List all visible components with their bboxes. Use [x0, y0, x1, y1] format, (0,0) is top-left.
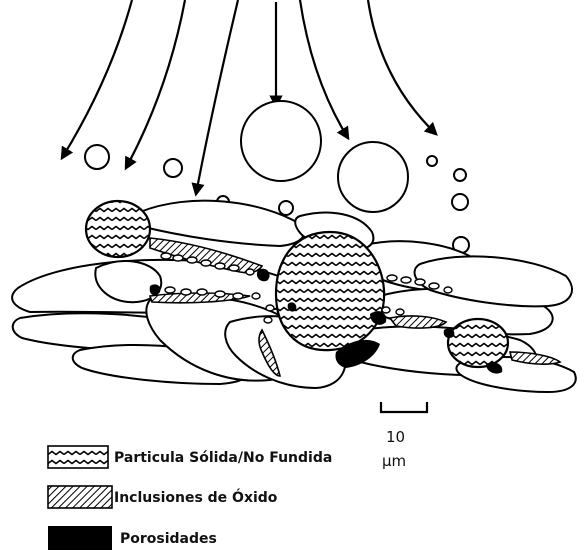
legend-item-oxide: Inclusiones de Óxido	[48, 486, 278, 508]
legend: Particula Sólida/No Fundida Inclusiones …	[48, 446, 332, 550]
legend-swatch-unmelted	[48, 446, 108, 468]
scale-bar-line	[381, 402, 427, 412]
droplet	[85, 145, 109, 169]
droplet	[452, 194, 468, 210]
legend-label-porosity: Porosidades	[120, 531, 217, 547]
droplet	[427, 156, 437, 166]
spray-arrow	[126, 0, 185, 168]
unmelted-particle	[276, 232, 384, 350]
legend-label-oxide: Inclusiones de Óxido	[114, 488, 278, 506]
droplet	[164, 159, 182, 177]
unmelted-particle	[448, 319, 508, 367]
unmelted-particle	[86, 201, 150, 257]
droplet	[279, 201, 293, 215]
scale-bar: 10 µm	[381, 402, 427, 470]
legend-swatch-oxide	[48, 486, 112, 508]
legend-item-porosity: Porosidades	[48, 526, 217, 550]
spray-arrow	[62, 0, 132, 158]
scale-bar-value: 10	[386, 428, 405, 446]
legend-item-unmelted: Particula Sólida/No Fundida	[48, 446, 332, 468]
legend-label-unmelted: Particula Sólida/No Fundida	[114, 450, 332, 466]
scale-bar-unit: µm	[382, 452, 406, 470]
droplet	[338, 142, 408, 212]
droplet	[241, 101, 321, 181]
legend-swatch-porosity	[48, 526, 112, 550]
droplet	[454, 169, 466, 181]
spray-arrow	[196, 0, 238, 194]
spray-arrow	[368, 0, 436, 134]
